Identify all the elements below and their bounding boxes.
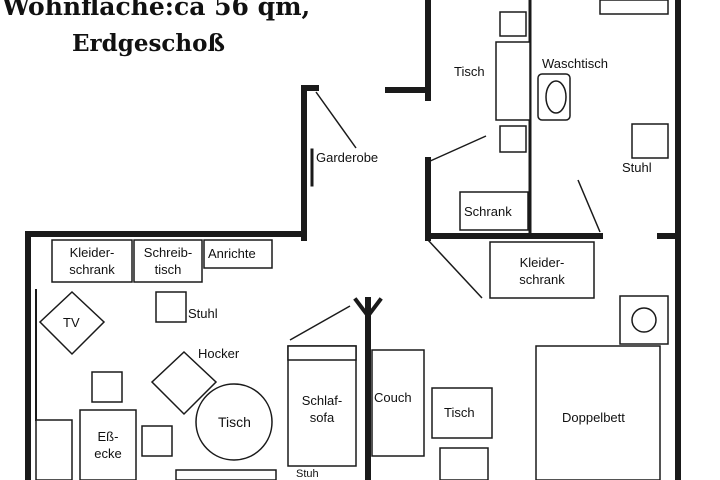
label-anrichte: Anrichte (208, 246, 256, 261)
label-schrank: Schrank (464, 204, 512, 219)
label-doppelbett: Doppelbett (562, 410, 625, 425)
label-stuhl-bottom: Stuh (296, 468, 319, 480)
area-title: Wohnfläche:ca 56 qm, (2, 0, 311, 21)
label-schreibtisch: Schreib- tisch (143, 245, 193, 277)
chair-desk (155, 291, 187, 323)
label-tv: TV (63, 315, 80, 330)
chair-top (499, 125, 527, 153)
washer-drum (631, 307, 657, 333)
chair-bottom (175, 469, 277, 480)
furniture (35, 0, 669, 480)
doors (289, 91, 601, 341)
bathtub (599, 0, 669, 15)
small-table (431, 387, 493, 439)
double-bed (535, 345, 661, 480)
label-tisch-top: Tisch (454, 64, 485, 79)
label-stuhl-bath: Stuhl (622, 160, 652, 175)
sofa-bed-back (287, 345, 357, 361)
wardrobe-right (489, 241, 595, 299)
label-kleiderschrank-right: Kleider- schrank (519, 255, 565, 287)
sink-bowl (545, 80, 567, 114)
desk (133, 239, 203, 283)
wardrobe-left (51, 239, 133, 283)
label-stuhl-desk: Stuhl (188, 306, 218, 321)
label-hocker: Hocker (198, 346, 240, 361)
chair-bath (631, 123, 669, 159)
bench (35, 419, 73, 480)
label-couch: Couch (374, 390, 412, 405)
table-top (495, 41, 531, 121)
label-essecke: Eß- ecke (94, 429, 122, 461)
chair-dining-top (91, 371, 123, 403)
sofa-bed (287, 345, 357, 467)
sideboard (203, 239, 273, 269)
dining-table (79, 409, 137, 480)
tv-stand (38, 290, 106, 356)
label-schlafsofa: Schlaf- sofa (301, 393, 343, 425)
label-garderobe: Garderobe (316, 150, 379, 165)
floor-title: Erdgeschoß (72, 30, 225, 57)
label-tisch-small: Tisch (444, 405, 475, 420)
chair-small (439, 447, 489, 480)
cabinet (459, 191, 529, 231)
round-table (195, 383, 273, 461)
stool-hocker (150, 350, 218, 416)
chair-dining-right (141, 425, 173, 457)
couch (371, 349, 425, 457)
label-waschtisch: Waschtisch (542, 56, 608, 71)
label-tisch-round: Tisch (218, 414, 251, 430)
walls (25, 0, 681, 480)
stool-top (499, 11, 527, 37)
label-kleiderschrank-left: Kleider- schrank (69, 245, 115, 277)
